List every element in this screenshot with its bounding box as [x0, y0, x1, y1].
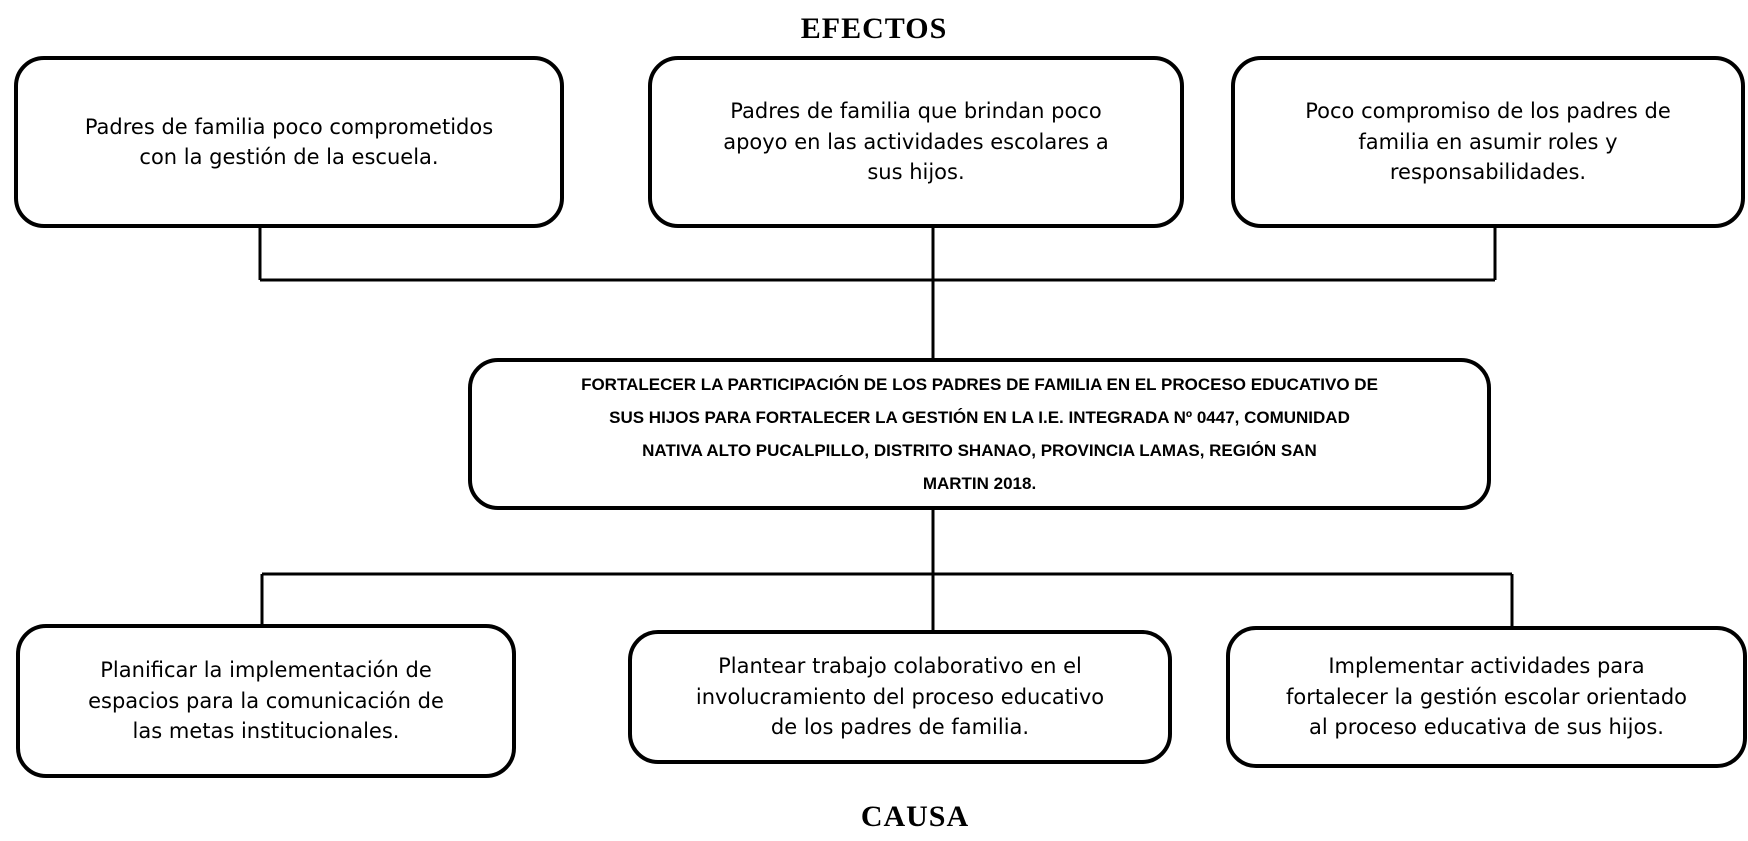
cause-text-3: Implementar actividades para fortalecer …: [1285, 654, 1688, 740]
effect-box-2: Padres de familia que brindan poco apoyo…: [648, 56, 1184, 228]
effects-heading: EFECTOS: [800, 12, 948, 45]
effect-text-2: Padres de familia que brindan poco apoyo…: [723, 99, 1109, 185]
central-objective-text: FORTALECER LA PARTICIPACIÓN DE LOS PADRE…: [581, 374, 1378, 494]
causes-heading: CAUSA: [860, 800, 970, 833]
effect-box-3: Poco compromiso de los padres de familia…: [1231, 56, 1745, 228]
effect-text-3: Poco compromiso de los padres de familia…: [1305, 99, 1671, 185]
effect-text-1: Padres de familia poco comprometidos con…: [84, 114, 494, 169]
effect-box-1: Padres de familia poco comprometidos con…: [14, 56, 564, 228]
cause-text-2: Plantear trabajo colaborativo en el invo…: [695, 654, 1105, 740]
cause-box-1: Planificar la implementación de espacios…: [16, 624, 516, 778]
cause-box-2: Plantear trabajo colaborativo en el invo…: [628, 630, 1172, 764]
cause-text-1: Planificar la implementación de espacios…: [88, 658, 444, 744]
central-objective-box: FORTALECER LA PARTICIPACIÓN DE LOS PADRE…: [468, 358, 1491, 510]
cause-box-3: Implementar actividades para fortalecer …: [1226, 626, 1747, 768]
